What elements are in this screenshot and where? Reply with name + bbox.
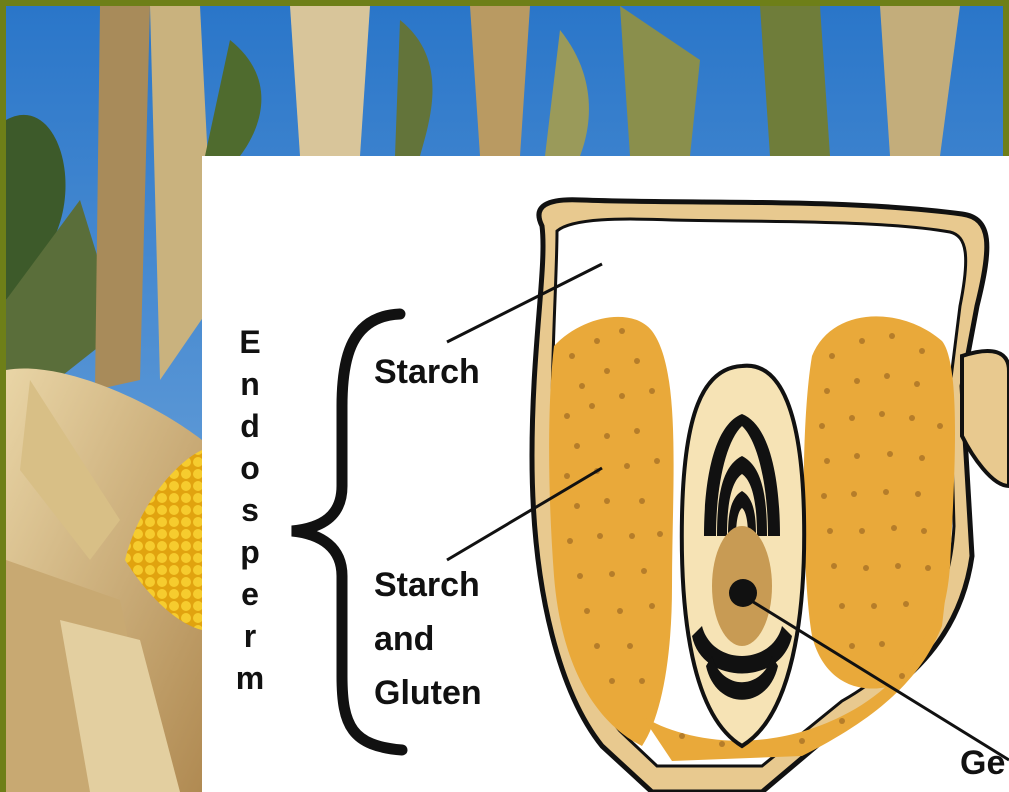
starch-gluten-label-line1: Starch xyxy=(374,566,480,604)
endosperm-letter: r xyxy=(230,620,270,653)
germ-label: Ge xyxy=(960,744,1005,782)
endosperm-letter: m xyxy=(230,662,270,695)
endosperm-letter: E xyxy=(230,326,270,359)
corn-kernel-diagram xyxy=(202,156,1009,792)
endosperm-letter: p xyxy=(230,536,270,569)
diagram-panel: E n d o s p e r m Starch Starch and Glut… xyxy=(202,156,1009,792)
endosperm-letter: e xyxy=(230,578,270,611)
endosperm-letter: n xyxy=(230,368,270,401)
endosperm-letter: o xyxy=(230,452,270,485)
starch-label: Starch xyxy=(374,353,480,391)
endosperm-letter: s xyxy=(230,494,270,527)
starch-gluten-label-line2: and xyxy=(374,620,434,658)
endosperm-letter: d xyxy=(230,410,270,443)
starch-gluten-label-line3: Gluten xyxy=(374,674,482,712)
